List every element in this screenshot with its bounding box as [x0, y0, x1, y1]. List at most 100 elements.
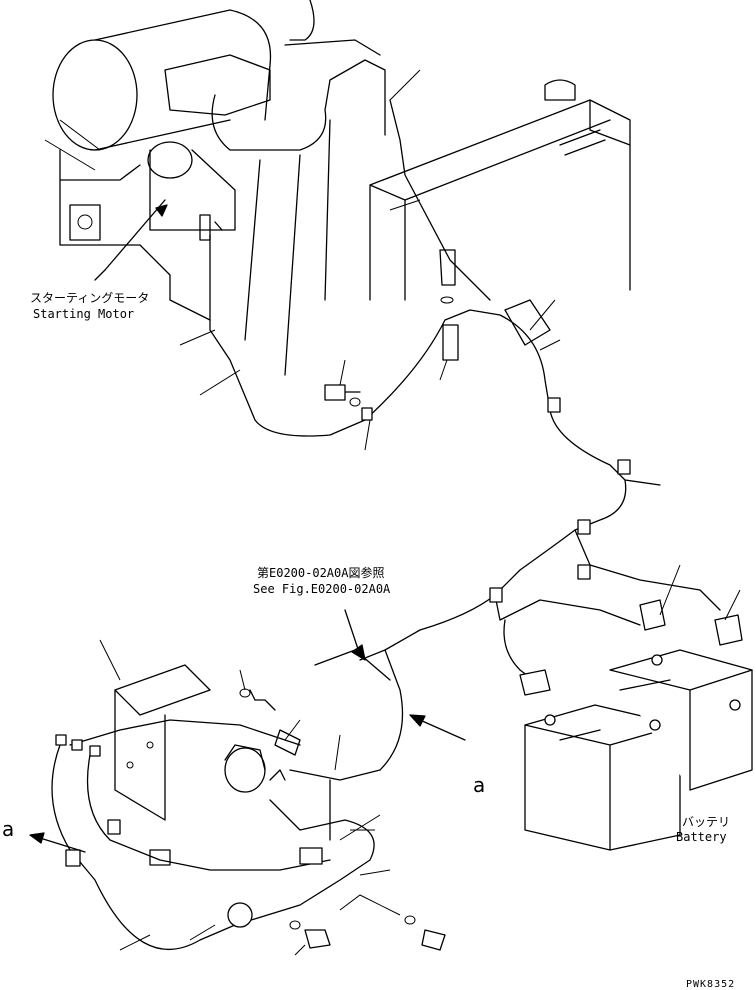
engine-mount [69, 204, 101, 241]
view-a-right-arrow-head [409, 714, 426, 727]
battery-front [524, 704, 681, 851]
bolt-middle [324, 384, 361, 401]
battery-cable-boot-3 [714, 614, 743, 646]
clamp-lower-1 [107, 819, 121, 835]
radiator-assembly [369, 79, 631, 301]
radiator-cap [544, 79, 576, 101]
starter-terminal [199, 214, 223, 241]
leader-lower-parts [99, 639, 391, 876]
label-view-a-right: a [473, 773, 485, 797]
label-battery-en: Battery [676, 830, 727, 844]
bolt-lower-1 [249, 689, 276, 711]
leader-lines [44, 69, 741, 956]
mount-bolt [77, 214, 93, 230]
battery-straps [559, 679, 671, 741]
label-see-fig-en: See Fig.E0200-02A0A [253, 582, 391, 596]
bolt-lower-4 [421, 929, 446, 951]
washer-lower-1 [239, 688, 251, 698]
bracket-hole-2 [126, 761, 134, 769]
label-see-fig-jp: 第E0200-02A0A図参照 [257, 565, 384, 580]
leader-battery-leads [659, 564, 741, 621]
label-view-a-left: a [2, 817, 14, 841]
view-a-left-arrow-shaft [39, 837, 86, 853]
harness-branch-battery [574, 479, 721, 611]
battery-terminal-1 [544, 714, 556, 726]
leader-bolt [294, 944, 306, 956]
bracket-plate [114, 689, 166, 821]
label-battery-jp: バッテリ [682, 815, 730, 829]
washer-middle [349, 397, 361, 407]
harness-lower-top [69, 719, 331, 841]
bracket-hole-1 [146, 741, 154, 749]
arrows [29, 204, 466, 853]
starter-leader [104, 199, 166, 271]
spacer-lower [274, 729, 301, 756]
air-cleaner-top [289, 0, 315, 41]
clamp-1 [547, 397, 561, 413]
label-starting-motor-jp: スターティングモータ [30, 291, 149, 305]
starter-motor-body [149, 149, 236, 231]
relay-assembly [51, 664, 446, 951]
bolt-lower-3 [304, 929, 331, 949]
leader-engine [44, 119, 101, 171]
harness-battery-leads [494, 594, 641, 686]
clamp-lower-2 [65, 849, 81, 867]
battery-relay [224, 747, 266, 793]
engine-block [59, 149, 211, 321]
harness-route-main [209, 234, 627, 661]
starter-arrow-shaft [94, 269, 106, 281]
washer-upper [440, 296, 454, 304]
view-a-right-arrow-shaft [419, 719, 466, 741]
battery-terminal-4 [729, 699, 741, 711]
battery-terminal-3 [651, 654, 663, 666]
harness-to-relay [289, 649, 404, 781]
bolt-lower-2 [149, 849, 171, 866]
label-plate [114, 664, 211, 716]
leader-radiator [389, 69, 421, 211]
radiator-core [369, 99, 631, 301]
connector-a [55, 734, 67, 746]
washer-lower-4 [404, 915, 416, 925]
battery-rear-edges [609, 669, 753, 791]
air-cleaner-end [52, 39, 138, 151]
fuse-holder [299, 847, 323, 865]
intake-pipe [211, 59, 386, 151]
battery-cable-boot-2 [639, 599, 666, 631]
small-parts-upper [324, 249, 551, 407]
battery-pair [519, 599, 753, 851]
harness-clip-bracket [314, 649, 391, 681]
engine-assembly [52, 0, 386, 376]
connector-c [89, 745, 101, 757]
relay-bracket [224, 744, 266, 771]
turbo-housing [164, 54, 271, 116]
clamp-2 [617, 459, 631, 475]
connector-b [71, 739, 83, 751]
radiator-fins [559, 129, 606, 156]
bolt-upper [439, 249, 456, 286]
clamp-3 [577, 519, 591, 535]
battery-cable-boot-1 [519, 669, 551, 696]
relay-terminal [269, 769, 286, 781]
air-cleaner-body [94, 9, 272, 151]
battery-terminal-2 [649, 719, 661, 731]
clamp-5 [577, 564, 591, 580]
circuit-breaker [227, 902, 253, 928]
leader-upper-parts [179, 329, 448, 451]
radiator-side [589, 99, 631, 146]
exhaust-pipe [244, 119, 331, 376]
view-a-left-arrow-head [29, 832, 45, 844]
leader-tag [529, 299, 561, 351]
leader-lower-bottom [119, 894, 401, 951]
manifold-top [284, 39, 381, 56]
starter-arrow-head [155, 204, 168, 217]
starter-motor-end [147, 141, 193, 179]
washer-lower-3 [289, 920, 301, 930]
see-fig-arrow-head [351, 644, 366, 661]
label-starting-motor-en: Starting Motor [33, 307, 134, 321]
harness-route-upper [389, 99, 491, 301]
spacer-upper [442, 324, 459, 361]
main-harness [209, 99, 721, 781]
tag-plate [504, 299, 551, 346]
